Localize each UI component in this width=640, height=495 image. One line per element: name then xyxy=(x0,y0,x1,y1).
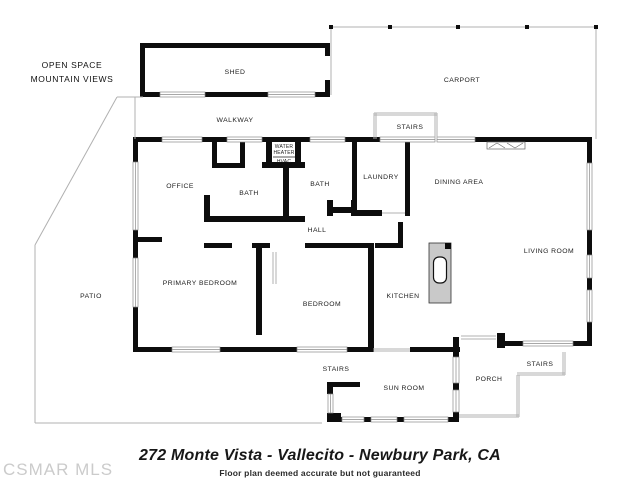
open-space-annotation-line2: MOUNTAIN VIEWS xyxy=(31,74,114,84)
room-label-porch: PORCH xyxy=(476,376,503,383)
wall-segment xyxy=(315,92,330,97)
wall-segment xyxy=(352,142,357,216)
wall-segment xyxy=(375,243,398,248)
room-label-stairs-upper: STAIRS xyxy=(397,124,424,131)
wall-segment xyxy=(368,243,374,352)
carport-post xyxy=(329,25,333,29)
wall-segment xyxy=(204,243,232,248)
wall-segment xyxy=(345,137,380,142)
wall-segment xyxy=(204,216,305,222)
room-label-living-room: LIVING ROOM xyxy=(524,248,574,255)
wall-segment xyxy=(205,92,268,97)
wall-segment xyxy=(325,80,330,97)
wall-segment xyxy=(262,162,305,168)
room-label-kitchen: KITCHEN xyxy=(387,293,420,300)
wall-segment xyxy=(202,137,227,142)
carport-post xyxy=(594,25,598,29)
wall-segment xyxy=(587,137,592,163)
wall-segment xyxy=(295,140,301,168)
wall-segment xyxy=(475,137,592,142)
room-label-hall: HALL xyxy=(308,227,327,234)
room-label-bedroom: BEDROOM xyxy=(303,301,341,308)
disclaimer-text: Floor plan deemed accurate but not guara… xyxy=(219,468,421,478)
wall-segment xyxy=(587,278,592,290)
wall-segment xyxy=(283,168,289,222)
water-heater-label-line2: HEATER xyxy=(273,150,294,156)
room-label-dining-area: DINING AREA xyxy=(435,179,484,186)
wall-segment xyxy=(398,222,403,248)
room-label-carport: CARPORT xyxy=(444,77,480,84)
wall-segment xyxy=(220,347,297,352)
wall-segment xyxy=(327,382,360,387)
mls-watermark: CSMAR MLS xyxy=(3,460,114,479)
carport-post xyxy=(456,25,460,29)
room-label-sun-room: SUN ROOM xyxy=(384,385,425,392)
wall-segment xyxy=(212,142,217,168)
wall-segment xyxy=(204,195,210,222)
dining-builtin-hatch xyxy=(488,142,498,149)
wall-segment xyxy=(262,137,310,142)
wall-segment xyxy=(327,207,357,213)
room-label-primary-bedroom: PRIMARY BEDROOM xyxy=(163,280,237,287)
kitchen-sink xyxy=(432,256,448,284)
thin-outline xyxy=(34,96,118,246)
wall-segment xyxy=(256,248,262,335)
dining-builtin-hatch xyxy=(506,142,516,149)
wall-segment xyxy=(505,341,523,346)
wall-segment xyxy=(133,137,138,162)
dining-builtin-hatch xyxy=(496,142,506,149)
wall-segment xyxy=(133,230,138,258)
wall-segment xyxy=(327,382,333,394)
wall-segment xyxy=(448,417,459,422)
wall-segment xyxy=(405,142,410,216)
wall-segment xyxy=(138,237,162,242)
carport-post xyxy=(388,25,392,29)
room-label-shed: SHED xyxy=(225,69,246,76)
wall-segment xyxy=(133,137,162,142)
open-space-annotation-line1: OPEN SPACE xyxy=(42,60,103,70)
wall-segment xyxy=(266,140,272,168)
room-label-bath-1: BATH xyxy=(239,190,258,197)
room-label-patio: PATIO xyxy=(80,293,102,300)
wall-segment xyxy=(133,307,138,352)
wall-segment xyxy=(410,347,460,352)
wall-segment xyxy=(140,43,330,48)
island-corner-fixture xyxy=(445,243,451,249)
wall-segment xyxy=(347,347,373,352)
room-label-walkway: WALKWAY xyxy=(217,117,254,124)
water-heater-label-line1: WATER xyxy=(275,144,294,150)
wall-segment xyxy=(497,333,505,348)
wall-segment xyxy=(453,383,459,390)
wall-segment xyxy=(140,92,160,97)
wall-segment xyxy=(305,243,370,248)
property-title: 272 Monte Vista - Vallecito - Newbury Pa… xyxy=(139,447,501,464)
wall-segment xyxy=(212,163,245,168)
wall-segment xyxy=(133,347,172,352)
wall-segment xyxy=(587,322,592,346)
wall-segment xyxy=(587,230,592,255)
wall-segment xyxy=(140,43,145,97)
room-label-office: OFFICE xyxy=(166,183,194,190)
wall-segment xyxy=(325,43,330,56)
room-label-stairs-right: STAIRS xyxy=(527,361,554,368)
wall-segment xyxy=(330,417,342,422)
dining-builtin-hatch xyxy=(514,142,524,149)
room-label-stairs-left: STAIRS xyxy=(323,366,350,373)
wall-segment xyxy=(397,417,404,422)
wall-segment xyxy=(252,243,270,248)
wall-segment xyxy=(453,337,459,357)
dining-builtin xyxy=(486,141,526,150)
room-label-laundry: LAUNDRY xyxy=(363,174,399,181)
wall-segment xyxy=(357,210,382,216)
wall-segment xyxy=(573,341,592,346)
wall-segment xyxy=(364,417,371,422)
carport-post xyxy=(525,25,529,29)
water-heater-label-line3: HVAC xyxy=(277,159,292,165)
room-label-bath-2: BATH xyxy=(310,181,329,188)
wall-segment xyxy=(240,142,245,168)
